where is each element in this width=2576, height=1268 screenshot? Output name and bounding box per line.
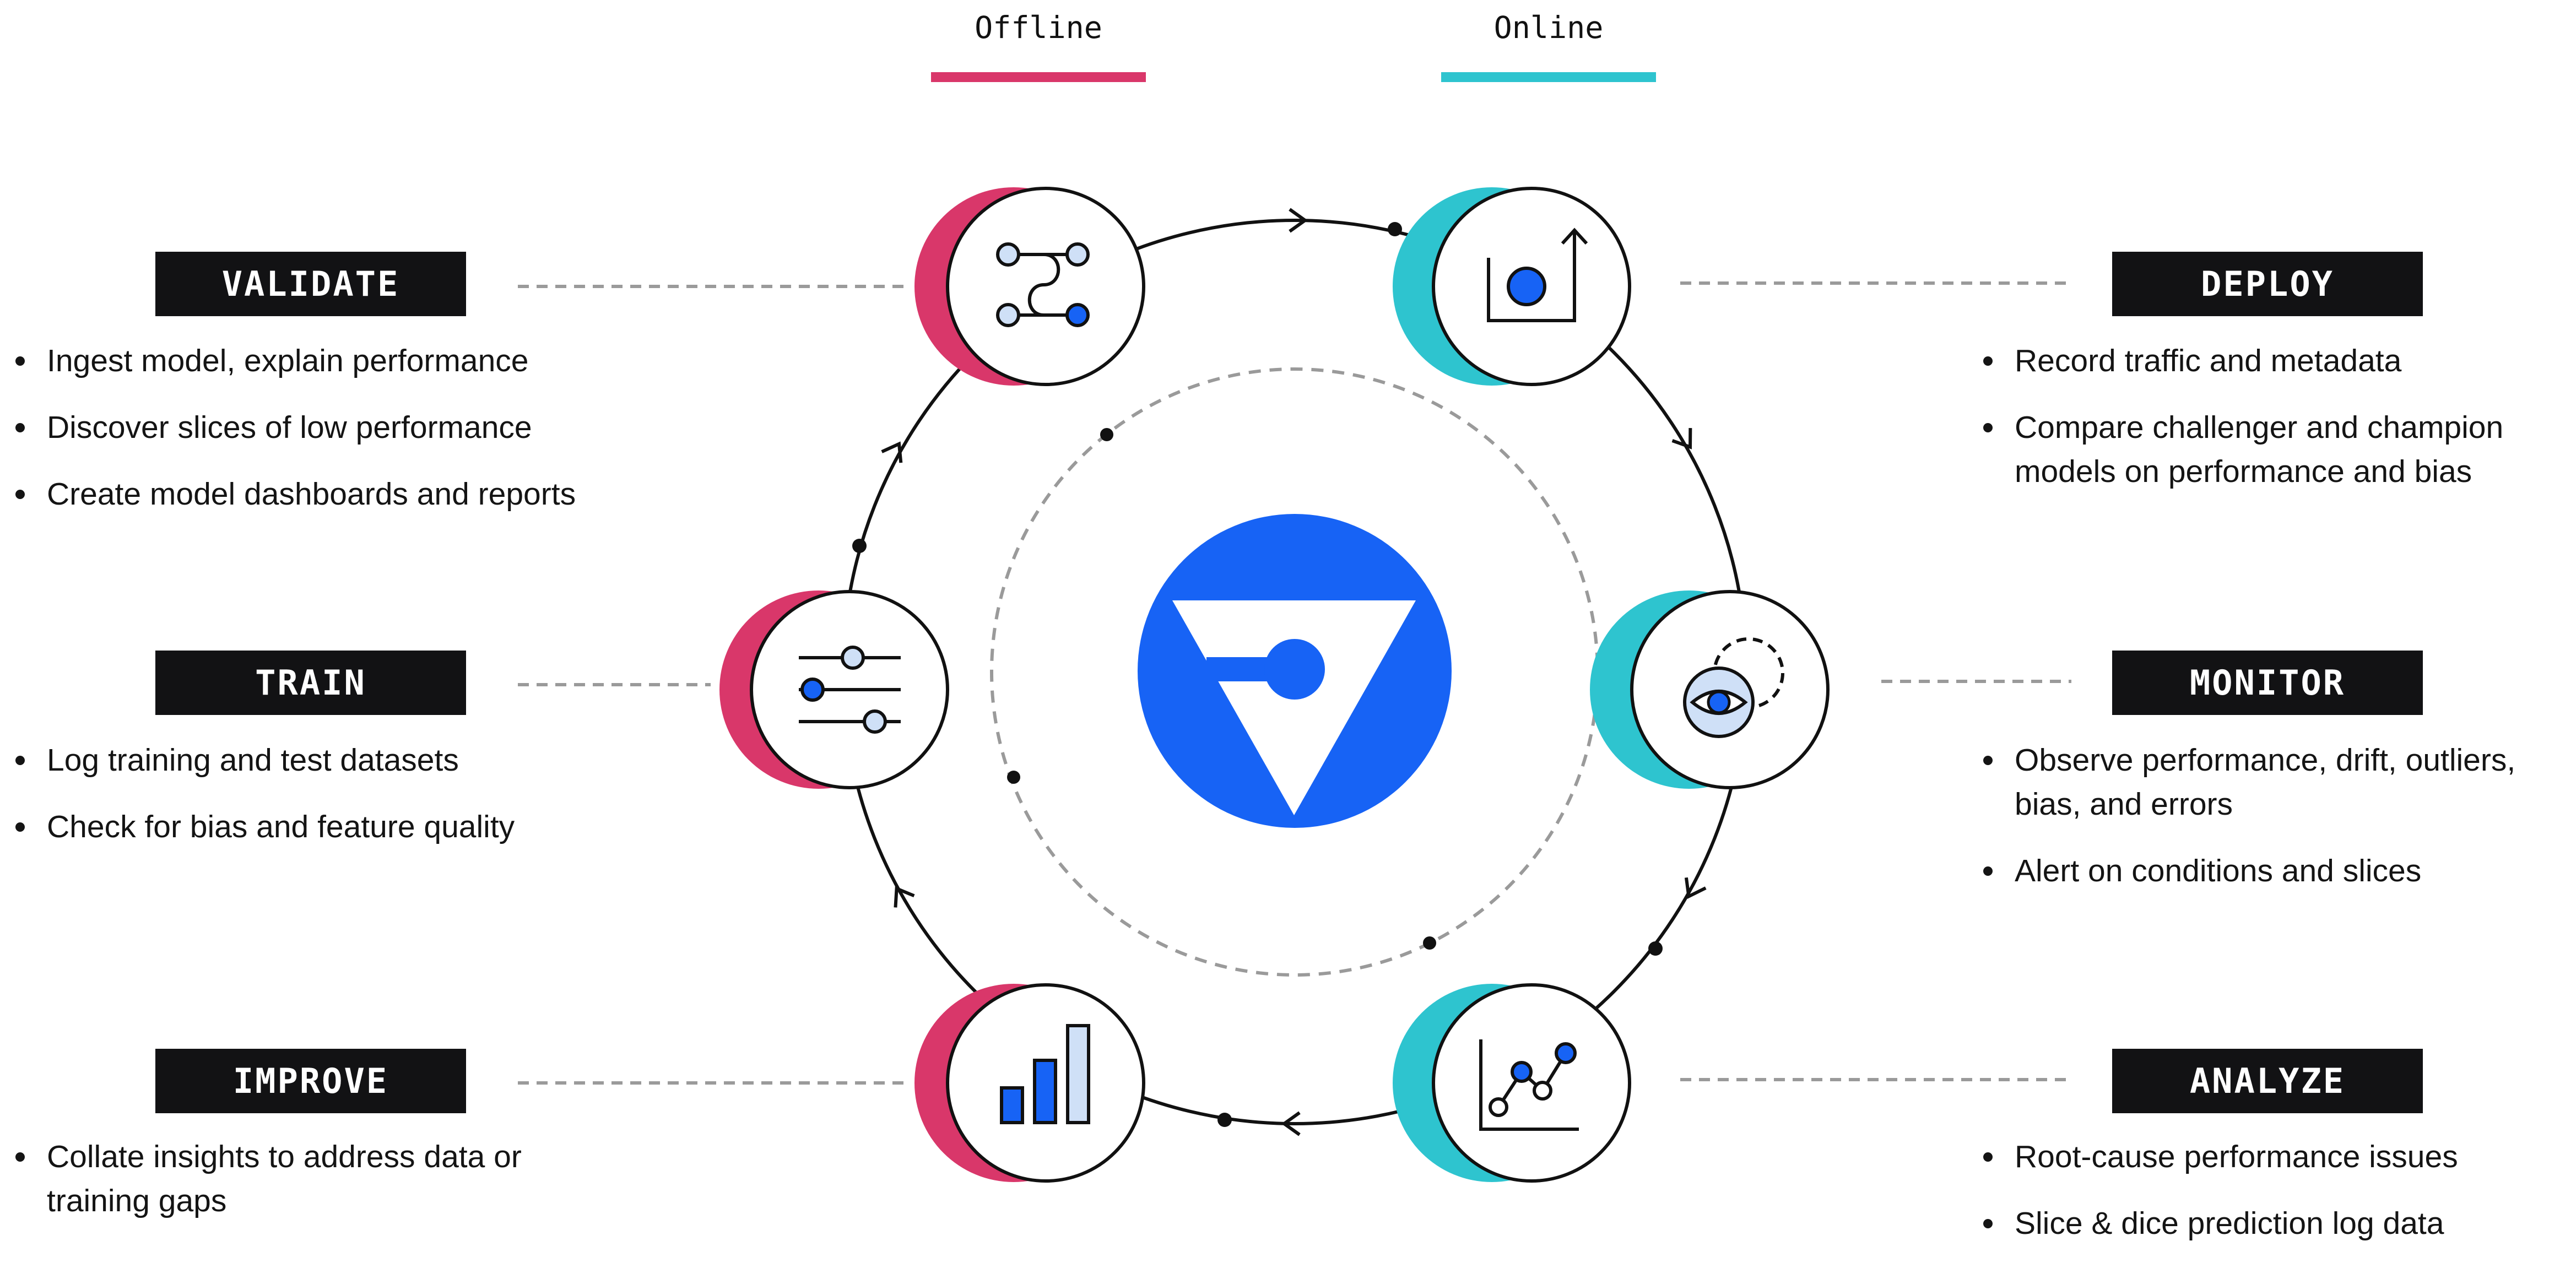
ml-lifecycle-diagram xyxy=(518,72,2071,1183)
validate-node-circle xyxy=(946,187,1145,386)
sliders-icon xyxy=(799,646,901,734)
validate-label: VALIDATE xyxy=(155,252,466,316)
validate-bullet: Ingest model, explain performance xyxy=(15,339,704,383)
validate-node xyxy=(914,187,1145,386)
center-logo xyxy=(1138,514,1452,828)
offline-legend-bar xyxy=(931,72,1146,82)
train-node xyxy=(719,590,949,789)
train-bullet: Check for bias and feature quality xyxy=(15,805,704,849)
monitor-bullet: Observe performance, drift, outliers, bi… xyxy=(1983,738,2567,826)
monitor-bullets: Observe performance, drift, outliers, bi… xyxy=(1983,738,2567,915)
workflow-path-icon xyxy=(996,242,1090,327)
flow-arrow xyxy=(1671,428,1692,449)
inner-ring-dot xyxy=(1007,771,1020,784)
validate-bullet: Create model dashboards and reports xyxy=(15,472,704,516)
logo-dot xyxy=(1264,639,1325,700)
flow-arrow xyxy=(1289,208,1308,233)
bar-chart-icon xyxy=(1000,1024,1090,1124)
deploy-node xyxy=(1393,187,1631,386)
improve-label: IMPROVE xyxy=(155,1049,466,1113)
improve-node xyxy=(914,983,1145,1183)
improve-bullets: Collate insights to address data or trai… xyxy=(15,1135,577,1245)
analyze-node xyxy=(1393,983,1631,1183)
eye-icon xyxy=(1683,637,1784,738)
monitor-bullet: Alert on conditions and slices xyxy=(1983,849,2567,893)
line-chart-icon xyxy=(1479,1039,1579,1131)
validate-bullet: Discover slices of low performance xyxy=(15,405,704,449)
flow-arrow xyxy=(1281,1111,1301,1136)
deploy-arrow-icon xyxy=(1487,227,1588,322)
deploy-bullets: Record traffic and metadata Compare chal… xyxy=(1983,339,2567,516)
analyze-label: ANALYZE xyxy=(2112,1049,2423,1113)
inner-ring-dot xyxy=(1423,936,1436,950)
analyze-bullet: Root-cause performance issues xyxy=(1983,1135,2567,1179)
ring-dot xyxy=(1648,941,1663,956)
validate-bullets: Ingest model, explain performance Discov… xyxy=(15,339,704,539)
analyze-bullets: Root-cause performance issues Slice & di… xyxy=(1983,1135,2567,1268)
ring-dot xyxy=(1388,222,1402,236)
train-bullet: Log training and test datasets xyxy=(15,738,704,782)
train-bullets: Log training and test datasets Check for… xyxy=(15,738,704,871)
flow-arrow xyxy=(1684,877,1707,899)
monitor-label: MONITOR xyxy=(2112,651,2423,715)
ring-dot xyxy=(1217,1113,1232,1127)
online-legend-bar xyxy=(1441,72,1656,82)
deploy-bullet: Compare challenger and champion models o… xyxy=(1983,405,2567,494)
train-label: TRAIN xyxy=(155,651,466,715)
online-legend-label: Online xyxy=(1493,10,1604,45)
inner-ring-dot xyxy=(1100,428,1113,441)
flow-arrow xyxy=(894,886,915,908)
improve-bullet: Collate insights to address data or trai… xyxy=(15,1135,577,1223)
offline-legend-label: Offline xyxy=(975,10,1102,45)
ring-dot xyxy=(852,539,867,553)
triangle-logo-icon xyxy=(1172,600,1416,815)
analyze-bullet: Slice & dice prediction log data xyxy=(1983,1201,2567,1245)
deploy-label: DEPLOY xyxy=(2112,252,2423,316)
monitor-node xyxy=(1590,590,1830,789)
flow-arrow xyxy=(881,441,903,463)
deploy-bullet: Record traffic and metadata xyxy=(1983,339,2567,383)
